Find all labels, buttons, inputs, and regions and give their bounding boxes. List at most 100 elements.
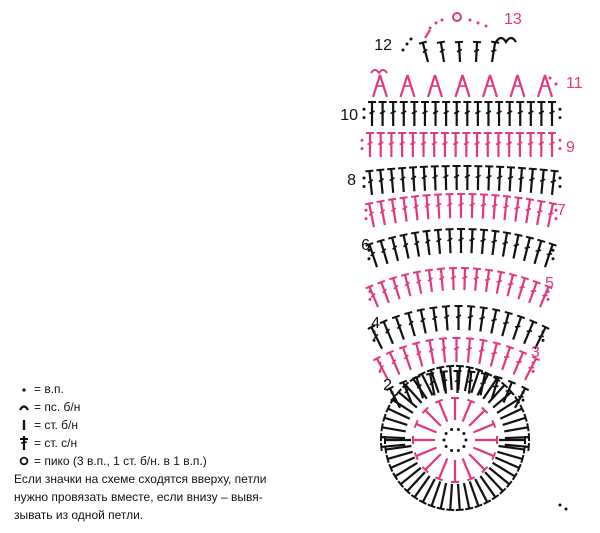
- stitch-dc: [429, 306, 438, 332]
- stitch-cross: [473, 276, 480, 280]
- stitch-stem: [420, 373, 434, 396]
- stitch-dc: [425, 338, 435, 365]
- stitch-stem: [494, 456, 520, 469]
- chain-dot: [367, 257, 371, 261]
- stitch-stem: [439, 367, 447, 392]
- stitch-dc: [420, 101, 429, 126]
- stitch-dc: [424, 268, 434, 293]
- stitch-dc: [422, 229, 431, 256]
- stitch-dc: [543, 242, 557, 268]
- stitch-stem: [390, 199, 397, 224]
- stitch-stem: [428, 340, 435, 365]
- stitch-cross: [379, 209, 386, 214]
- chain-dot: [368, 297, 372, 301]
- stitch-cross: [456, 48, 463, 53]
- chain-dot: [484, 24, 488, 28]
- stitch-stem: [436, 229, 442, 254]
- stitch-dc: [364, 201, 376, 228]
- stitch-stem: [540, 169, 545, 194]
- stitch-stem: [451, 268, 455, 291]
- stitch-top: [514, 196, 523, 200]
- stitch-dc: [399, 196, 408, 222]
- row-label-11: 11: [566, 75, 583, 92]
- stitch-cross: [388, 141, 395, 146]
- stitch-dc: [524, 355, 541, 381]
- stitch-top: [365, 284, 374, 290]
- stitch-stem: [528, 281, 538, 304]
- stitch-top: [491, 40, 500, 44]
- stitch-cross: [453, 110, 460, 115]
- stitch-dc: [388, 276, 401, 300]
- row-label-13: 13: [504, 11, 522, 28]
- stitch-stem: [448, 366, 453, 391]
- stitch-dc: [460, 266, 470, 291]
- stitch-stem: [424, 409, 442, 427]
- stitch-dc: [446, 483, 455, 512]
- stitch-top: [505, 480, 513, 488]
- stitch-stem: [457, 41, 462, 63]
- stitch-stem: [512, 316, 523, 340]
- stitch-top: [523, 413, 528, 422]
- stitch-stem: [512, 351, 525, 375]
- stitch-cross: [467, 379, 474, 383]
- stitch-dc: [526, 132, 535, 157]
- stitch-stem: [437, 400, 449, 422]
- stitch-top: [517, 166, 526, 170]
- stitch-cross: [452, 141, 459, 146]
- stitch-stem: [429, 369, 440, 394]
- stitch-stem: [504, 426, 529, 433]
- stitch-dc: [412, 341, 424, 367]
- chain-dot: [546, 297, 550, 301]
- stitch-dc: [468, 453, 489, 474]
- stitch-stem: [404, 384, 423, 404]
- stitch-cross: [517, 395, 524, 398]
- row-label-12: 12: [374, 37, 392, 54]
- slip-stitch-arcs: [370, 69, 388, 75]
- stitch-dc: [479, 193, 489, 219]
- stitch-cross: [530, 290, 537, 293]
- stitch-stem: [490, 42, 497, 63]
- stitch-stem: [448, 194, 452, 219]
- stitch-top: [520, 276, 530, 281]
- stitch-top: [376, 199, 385, 204]
- stitch-dc: [366, 132, 374, 157]
- stitch-cross: [436, 238, 442, 243]
- stitch-cross: [385, 328, 391, 334]
- stitch-dc: [391, 314, 405, 340]
- stitch-top: [446, 508, 455, 512]
- stitch-cross: [479, 316, 486, 320]
- stitch-dc: [451, 460, 459, 483]
- stitch-dc: [473, 419, 497, 434]
- stitch-dc: [380, 423, 406, 433]
- chain-dot: [464, 438, 468, 442]
- stitch-dc: [468, 406, 489, 427]
- stitch-cross: [535, 249, 542, 252]
- stitch-dc: [548, 132, 556, 157]
- stitch-cross: [503, 355, 510, 359]
- stitch-dc: [463, 164, 472, 191]
- stitch-top: [385, 385, 394, 392]
- stitch-cross: [400, 110, 407, 115]
- stitch-dc: [512, 349, 528, 375]
- stitch-cross: [367, 179, 374, 184]
- stitch-dc: [455, 364, 464, 391]
- stitch-dc: [421, 453, 442, 474]
- stitch-stem: [462, 482, 471, 509]
- chain-dot: [541, 338, 545, 342]
- row-label-8: 8: [347, 172, 356, 189]
- stitch-stem: [498, 444, 525, 451]
- stitch-dc: [368, 101, 376, 126]
- stitch-top: [505, 344, 515, 350]
- stitch-dc: [473, 446, 497, 461]
- stitch-cross: [450, 275, 457, 280]
- stitch-dc: [410, 101, 419, 126]
- chain-dot: [554, 217, 558, 221]
- stitch-top: [481, 406, 489, 414]
- stitch-top: [389, 396, 396, 404]
- stitch-cross: [439, 48, 445, 53]
- chain-dot: [450, 448, 454, 452]
- stitch-stem: [467, 371, 473, 394]
- stitch-dc: [492, 388, 515, 409]
- stitch-top: [511, 472, 518, 481]
- stitch-stem: [368, 170, 374, 195]
